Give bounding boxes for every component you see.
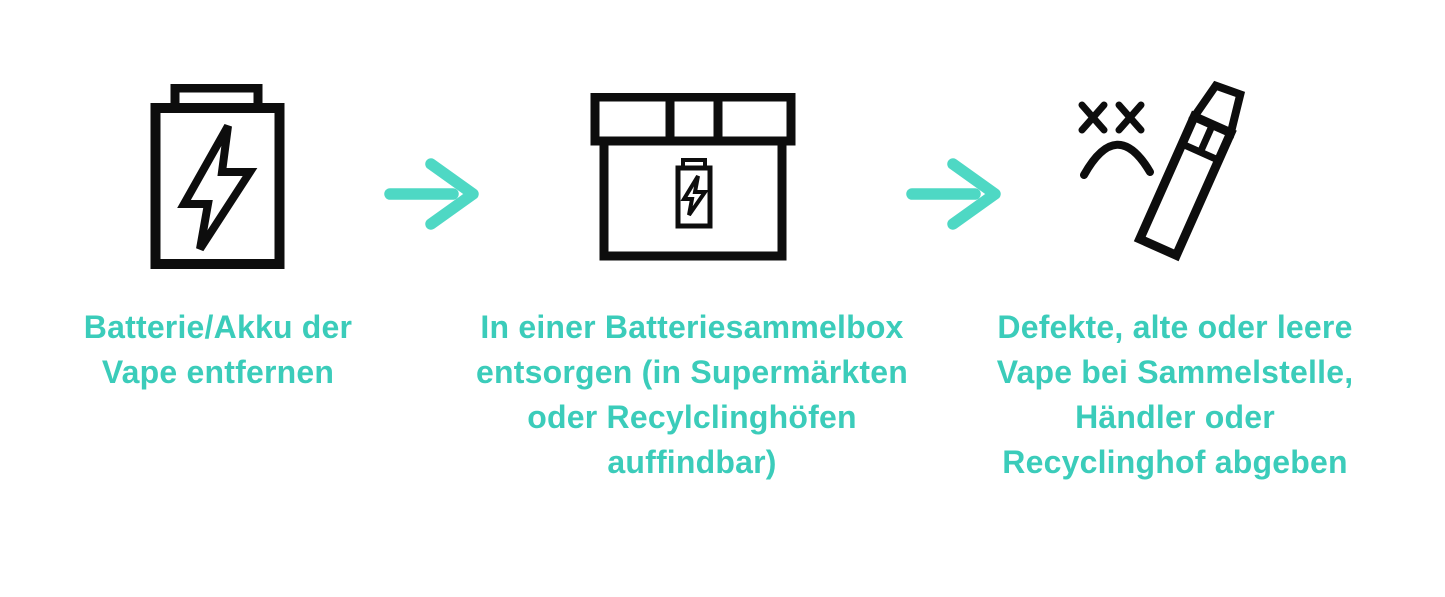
- caption-line: Vape bei Sammelstelle,: [996, 354, 1354, 390]
- caption-line: In einer Batteriesammelbox: [480, 309, 904, 345]
- caption-line: Batterie/Akku der: [83, 309, 353, 345]
- caption-line: auffindbar): [607, 444, 777, 480]
- caption-line: entsorgen (in Supermärkten: [476, 354, 908, 390]
- battery-collection-box-icon: [590, 93, 796, 261]
- x-eye-right: [1115, 101, 1145, 134]
- arrow-right-icon: [384, 158, 479, 230]
- x-eye-left: [1078, 101, 1108, 134]
- arrow-right-icon: [906, 158, 1001, 230]
- caption-line: Vape entfernen: [101, 354, 335, 390]
- arrow-head: [425, 158, 479, 230]
- step-caption-1: Batterie/Akku der Vape entfernen: [18, 305, 418, 395]
- vape-body: [1133, 110, 1237, 262]
- lightning-bolt-icon: [177, 124, 258, 252]
- broken-vape-icon: [1078, 80, 1246, 262]
- step-caption-2: In einer Batteriesammelbox entsorgen (in…: [442, 305, 942, 485]
- caption-line: Händler oder: [1075, 399, 1275, 435]
- vape-pen: [1133, 80, 1246, 262]
- frown-mouth: [1080, 140, 1154, 179]
- caption-line: oder Recylclinghöfen: [527, 399, 857, 435]
- arrow-head: [947, 158, 1001, 230]
- box-lid: [590, 93, 796, 146]
- step-caption-3: Defekte, alte oder leere Vape bei Sammel…: [950, 305, 1400, 485]
- caption-line: Recyclinghof abgeben: [1002, 444, 1348, 480]
- battery-body: [150, 103, 285, 269]
- battery-icon: [150, 84, 285, 269]
- caption-line: Defekte, alte oder leere: [997, 309, 1353, 345]
- sad-face-icon: [1078, 101, 1154, 179]
- small-lightning-bolt-icon: [680, 174, 709, 217]
- vape-band-divider: [1197, 123, 1216, 154]
